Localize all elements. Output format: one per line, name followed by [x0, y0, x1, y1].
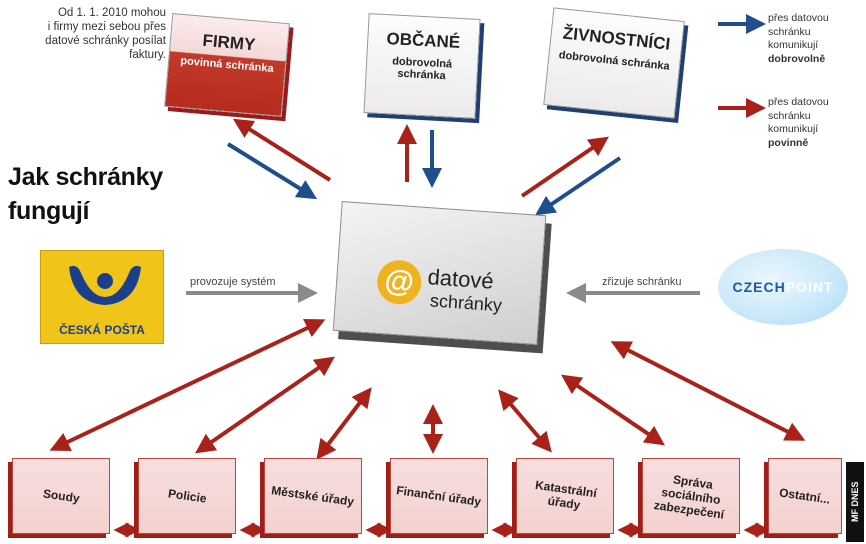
credit-label: MF DNES — [846, 462, 864, 542]
box-obcane: OBČANÉ dobrovolná schránka — [363, 13, 481, 119]
box-firmy-subtitle: povinná schránka — [179, 54, 275, 76]
box-firmy: FIRMY povinná schránka — [164, 13, 290, 117]
legend-voluntary: přes datovou schránku komunikují dobrovo… — [768, 12, 848, 66]
box-mestske-urady: Městské úřady — [264, 458, 362, 534]
datove-schranky-box: @ datové schránky — [332, 201, 547, 345]
ceska-posta-logo: ČESKÁ POŠTA — [40, 250, 164, 344]
invoice-note-line: i firmy mezi sebou přes — [47, 21, 166, 33]
legend-mandatory-bold: povinně — [768, 136, 809, 149]
legend-mandatory: přes datovou schránku komunikují povinně — [768, 96, 848, 150]
box-ostatni-label: Ostatní... — [778, 485, 832, 507]
box-policie: Policie — [138, 458, 236, 534]
legend-mandatory-text: přes datovou schránku komunikují — [768, 96, 829, 135]
box-zivnostnici: ŽIVNOSTNÍCI dobrovolná schránka — [543, 7, 685, 119]
box-sprava-label: Správa sociálního zabezpečení — [653, 472, 726, 522]
title-line: fungují — [8, 197, 90, 225]
ceska-posta-name: ČESKÁ POŠTA — [59, 323, 145, 337]
legend-voluntary-text: přes datovou schránku komunikují — [768, 12, 829, 51]
box-obcane-subtitle: dobrovolná schránka — [391, 55, 453, 83]
box-katastralni-urady-label: Katastrální úřady — [534, 477, 598, 513]
title-line: Jak schránky — [8, 163, 163, 191]
box-ostatni: Ostatní... — [768, 458, 842, 534]
czechpoint-name-b: POINT — [785, 279, 834, 295]
box-financni-urady: Finanční úřady — [390, 458, 488, 534]
box-sprava-socialniho-zabezpeceni: Správa sociálního zabezpečení — [642, 458, 740, 534]
box-firmy-title: FIRMY — [201, 30, 257, 55]
box-mestske-urady-label: Městské úřady — [270, 483, 356, 509]
post-horn-icon — [69, 265, 141, 305]
registration-label: zřizuje schránku — [602, 276, 682, 288]
box-katastralni-urady: Katastrální úřady — [516, 458, 614, 534]
box-soudy: Soudy — [12, 458, 110, 534]
box-financni-urady-label: Finanční úřady — [395, 483, 483, 509]
box-policie-label: Policie — [166, 486, 208, 506]
invoice-note-line: Od 1. 1. 2010 mohou — [57, 7, 166, 19]
invoice-note-line: faktury. — [129, 49, 166, 61]
box-obcane-title: OBČANÉ — [386, 29, 461, 52]
invoice-note-line: datové schránky posílat — [45, 35, 166, 47]
at-icon: @ — [375, 258, 423, 306]
invoice-note: Od 1. 1. 2010 mohou i firmy mezi sebou p… — [6, 6, 166, 62]
czechpoint-name-a: CZECH — [732, 279, 786, 295]
box-soudy-label: Soudy — [41, 486, 81, 506]
center-line-2: schránky — [429, 290, 503, 316]
operator-label: provozuje systém — [190, 276, 276, 288]
legend-voluntary-bold: dobrovolně — [768, 52, 826, 65]
page-title: Jak schránky fungují — [8, 160, 208, 228]
